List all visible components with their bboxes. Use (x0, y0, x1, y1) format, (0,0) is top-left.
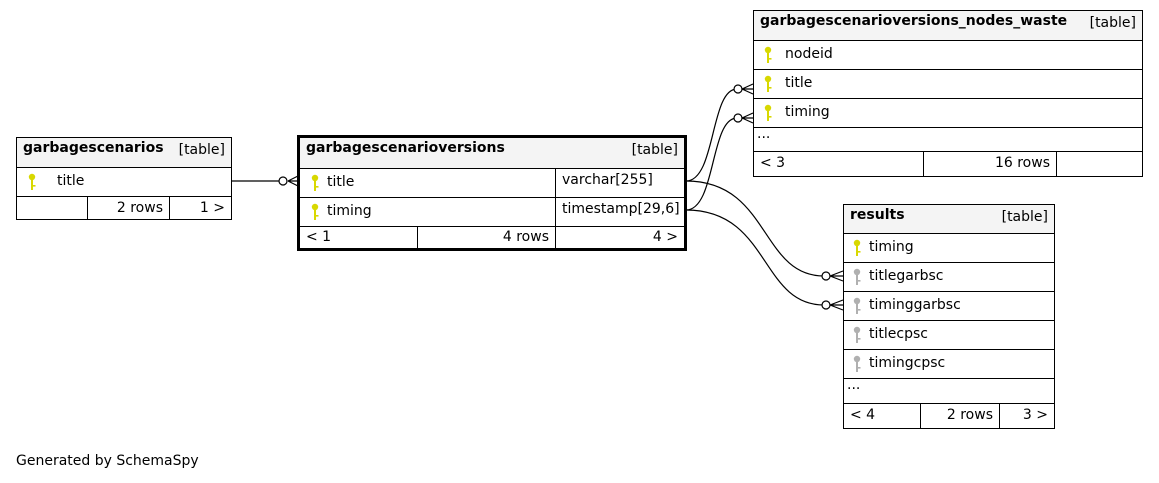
more-columns-ellipsis: ... (757, 126, 771, 142)
crowfoot-nodes-title (741, 83, 754, 95)
column-datatype: timestamp[29,6] (555, 198, 684, 227)
optional-circle-nodes-title (733, 84, 743, 94)
footer-children: 1 > (169, 197, 231, 219)
foreign-key-icon (853, 326, 861, 343)
footer-parents: < 4 (850, 407, 876, 423)
column-name: timing (327, 203, 372, 219)
column-name: title (57, 173, 85, 189)
table-results[interactable]: results [table] timing titlegarbsc timin… (843, 204, 1055, 429)
table-type: [table] (1001, 209, 1048, 225)
footer-children: 3 > (999, 404, 1054, 428)
crowfoot-nodes-timing (741, 112, 754, 124)
table-type: [table] (1089, 15, 1136, 31)
more-columns-row: ... (844, 377, 1054, 404)
primary-key-icon (764, 75, 772, 92)
crowfoot-results-timinggarbsc (829, 299, 844, 311)
table-name: garbagescenarioversions_nodes_waste (760, 13, 1068, 29)
footer-parents (17, 197, 87, 219)
table-footer: 2 rows 1 > (17, 196, 231, 219)
primary-key-icon (311, 203, 319, 220)
primary-key-icon (853, 239, 861, 256)
table-header: garbagescenarioversions_nodes_waste [tab… (754, 11, 1142, 41)
foreign-key-icon (853, 297, 861, 314)
edge-versions-timing-to-nodes-timing (685, 117, 738, 211)
generated-by-footer: Generated by SchemaSpy (16, 453, 199, 469)
table-footer: < 1 4 rows 4 > (300, 226, 684, 248)
table-garbagescenarioversions-nodes-waste[interactable]: garbagescenarioversions_nodes_waste [tab… (753, 10, 1143, 177)
column-row[interactable]: timingcpsc (844, 349, 1054, 379)
table-name: garbagescenarioversions (306, 140, 505, 156)
table-garbagescenarioversions[interactable]: garbagescenarioversions [table] title va… (297, 135, 687, 251)
foreign-key-icon (853, 268, 861, 285)
edge-versions-title-to-results-titlegarbsc (685, 180, 825, 277)
crowfoot-versions-title (287, 175, 299, 187)
column-row[interactable]: timing (844, 233, 1054, 263)
primary-key-icon (764, 104, 772, 121)
optional-circle-results-titlegarbsc (821, 271, 831, 281)
table-header: results [table] (844, 205, 1054, 234)
table-footer: < 4 2 rows 3 > (844, 403, 1054, 428)
column-name: title (785, 75, 813, 91)
column-name: timing (869, 239, 914, 255)
footer-children: 4 > (555, 227, 684, 248)
footer-children (1056, 152, 1142, 176)
column-row[interactable]: timinggarbsc (844, 291, 1054, 321)
more-columns-row: ... (754, 126, 1142, 152)
column-row[interactable]: titlegarbsc (844, 262, 1054, 292)
column-name: title (327, 174, 355, 190)
table-footer: < 3 16 rows (754, 151, 1142, 176)
table-name: garbagescenarios (23, 140, 164, 156)
column-datatype: varchar[255] (555, 169, 684, 198)
table-type: [table] (178, 142, 225, 158)
footer-row-count: 16 rows (923, 152, 1056, 176)
column-row[interactable]: nodeid (754, 40, 1142, 70)
column-row[interactable]: timing timestamp[29,6] (300, 197, 684, 227)
primary-key-icon (311, 174, 319, 191)
crowfoot-results-titlegarbsc (829, 270, 844, 282)
optional-circle-versions-title (278, 176, 288, 186)
table-type: [table] (631, 142, 678, 158)
primary-key-icon (28, 173, 36, 190)
column-name: timinggarbsc (869, 297, 961, 313)
primary-key-icon (764, 46, 772, 63)
optional-circle-nodes-timing (733, 113, 743, 123)
optional-circle-results-timinggarbsc (821, 300, 831, 310)
footer-row-count: 2 rows (920, 404, 999, 428)
column-row[interactable]: timing (754, 98, 1142, 128)
column-row[interactable]: titlecpsc (844, 320, 1054, 350)
column-row[interactable]: title (754, 69, 1142, 99)
column-name: timing (785, 104, 830, 120)
footer-parents: < 3 (760, 155, 786, 171)
column-name: titlegarbsc (869, 268, 944, 284)
edge-versions-title-to-nodes-title (685, 88, 738, 182)
foreign-key-icon (853, 355, 861, 372)
column-name: titlecpsc (869, 326, 928, 342)
footer-row-count: 2 rows (87, 197, 169, 219)
column-name: timingcpsc (869, 355, 946, 371)
table-name: results (850, 207, 905, 223)
edge-versions-timing-to-results-timinggarbsc (685, 209, 825, 306)
table-garbagescenarios[interactable]: garbagescenarios [table] title 2 rows 1 … (16, 137, 232, 220)
footer-row-count: 4 rows (417, 227, 555, 248)
column-name: nodeid (785, 46, 833, 62)
table-header: garbagescenarios [table] (17, 138, 231, 168)
more-columns-ellipsis: ... (847, 377, 861, 393)
column-row[interactable]: title (17, 167, 231, 197)
table-header: garbagescenarioversions [table] (300, 138, 684, 169)
footer-parents: < 1 (306, 229, 332, 245)
column-row[interactable]: title varchar[255] (300, 168, 684, 198)
